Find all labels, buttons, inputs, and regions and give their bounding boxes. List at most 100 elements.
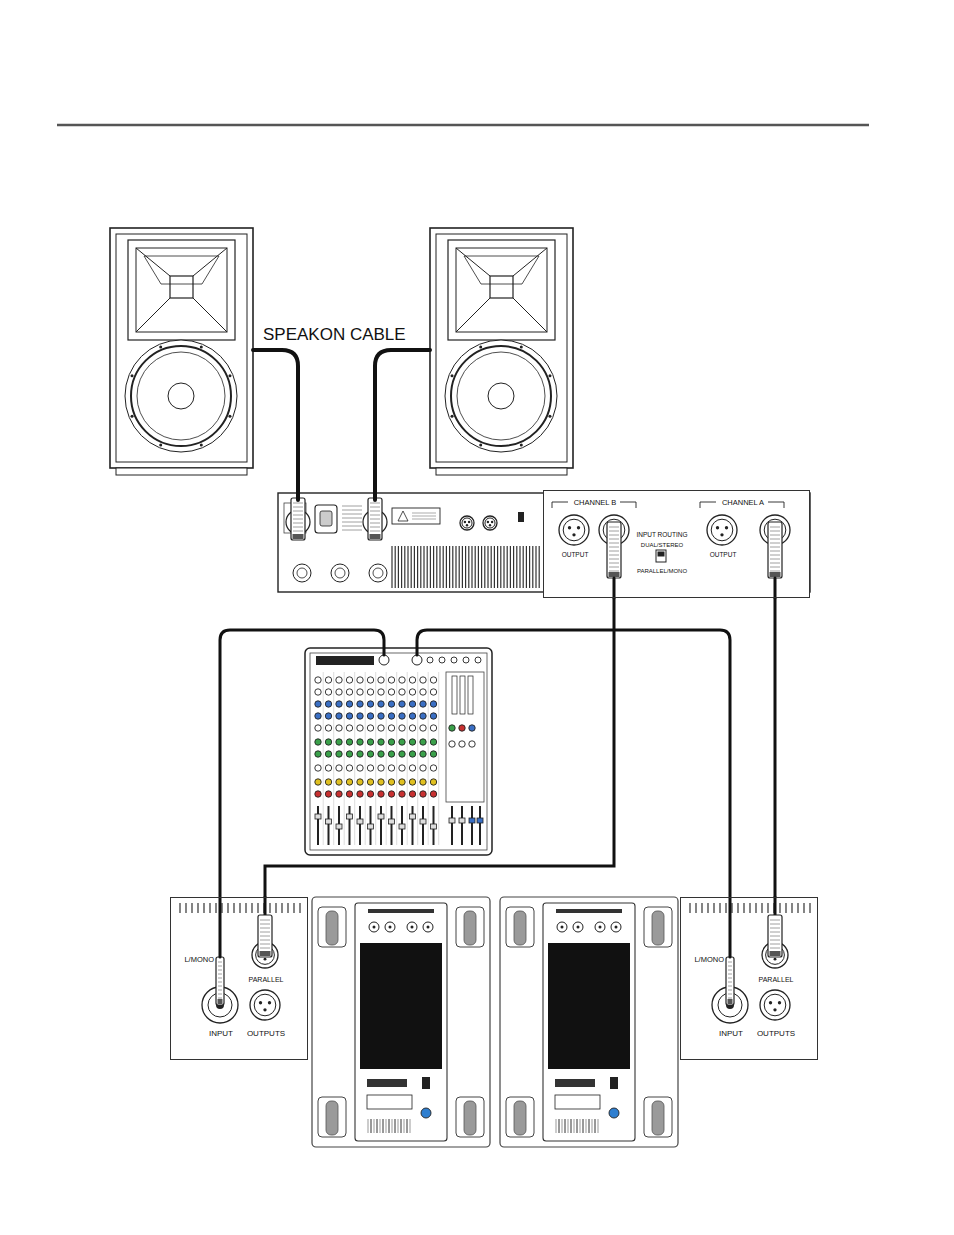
xlr-pin	[411, 926, 414, 929]
vent-slot	[209, 903, 210, 913]
fine-print	[342, 514, 362, 515]
barcode	[389, 1119, 390, 1133]
vent-slot	[414, 546, 415, 588]
plug-grip	[370, 511, 380, 512]
vent-slot	[737, 903, 738, 913]
vent-slot	[443, 546, 444, 588]
plug-grip	[770, 563, 780, 564]
plug-grip	[370, 519, 380, 520]
vent-slot	[427, 546, 428, 588]
mixer-knob	[378, 713, 384, 719]
xlr-pin	[263, 1008, 266, 1011]
mixer-knob	[388, 765, 394, 771]
channel-divider	[354, 672, 355, 845]
mixer-knob	[378, 739, 384, 745]
plug-nose	[293, 534, 304, 539]
speakon-socket	[331, 564, 349, 582]
xlr-pin	[491, 521, 493, 523]
mixer-knob	[367, 725, 373, 731]
handle	[652, 1101, 664, 1135]
level-meter	[468, 676, 473, 714]
mixer-knob	[388, 725, 394, 731]
xlr-pin	[769, 1001, 772, 1004]
fader-slot	[412, 806, 414, 845]
fader-cap	[315, 814, 321, 819]
handle	[514, 1101, 526, 1135]
channel-divider	[417, 672, 418, 845]
subwoofer-cabinet	[312, 897, 490, 1147]
fader-cap	[357, 819, 363, 824]
barcode	[580, 1119, 581, 1133]
mixer-knob	[430, 677, 436, 683]
plug-grip	[609, 559, 619, 560]
barcode	[574, 1119, 575, 1133]
subwoofer-input-panel-art	[170, 897, 308, 1060]
brand-plate	[555, 1079, 595, 1087]
panel-ground	[680, 897, 818, 1060]
panel-label: PARALLEL	[249, 976, 284, 983]
barcode	[577, 1119, 578, 1133]
panel-label: CHANNEL A	[722, 499, 764, 507]
vent-slot	[701, 903, 702, 913]
barcode	[407, 1119, 408, 1133]
channel-bracket	[768, 502, 784, 503]
vent-slot	[215, 903, 216, 913]
mixer-knob	[357, 713, 363, 719]
power-switch	[610, 1077, 618, 1089]
vent-slot	[404, 546, 405, 588]
mixer-knob	[315, 765, 321, 771]
mixer-knob	[409, 677, 415, 683]
fader-slot	[328, 806, 330, 845]
channel-divider	[396, 672, 397, 845]
plug-grip	[770, 928, 780, 929]
plug-grip	[770, 527, 780, 528]
horn-frame	[448, 240, 555, 340]
panel-label: OUTPUT	[710, 552, 737, 559]
panel-label: CHANNEL B	[574, 499, 617, 507]
plug-grip	[770, 924, 780, 925]
vent-slot	[755, 903, 756, 913]
woofer-bolt	[520, 443, 523, 446]
mixer-knob	[346, 791, 352, 797]
channel-bracket	[636, 502, 637, 508]
speaker-foot	[436, 468, 567, 475]
fader-cap	[378, 814, 384, 819]
barcode	[595, 1119, 596, 1133]
horn-throat	[490, 276, 513, 298]
plug-grip	[770, 944, 780, 945]
plug-grip	[260, 948, 270, 949]
vent-slot	[430, 546, 431, 588]
fader-slot	[479, 806, 481, 845]
plug-nose	[770, 951, 781, 956]
mixer-knob	[451, 657, 457, 663]
mixer-knob	[399, 701, 405, 707]
plug-grip	[728, 998, 732, 999]
handle-recess	[506, 907, 534, 947]
plug-grip	[770, 571, 780, 572]
mixer-knob	[409, 689, 415, 695]
speaker-cabinet	[430, 228, 573, 468]
mixer-knob	[357, 689, 363, 695]
mixer-knob	[459, 725, 465, 731]
mixer-knob	[357, 739, 363, 745]
level-meter	[460, 676, 465, 714]
mixer-knob	[336, 751, 342, 757]
mixer-knob	[430, 725, 436, 731]
mixer-knob	[409, 751, 415, 757]
warning-label	[555, 1095, 600, 1109]
vent-slot	[287, 903, 288, 913]
channel-bracket	[552, 502, 568, 503]
barcode	[386, 1119, 387, 1133]
mixer-knob	[430, 689, 436, 695]
plug-grip	[260, 928, 270, 929]
plug-grip	[218, 974, 222, 975]
vent-slot	[239, 903, 240, 913]
vent-slot	[185, 903, 186, 913]
vent-slot	[725, 903, 726, 913]
plug-grip	[728, 970, 732, 971]
vent-slot	[503, 546, 504, 588]
horn-edge	[513, 298, 547, 332]
